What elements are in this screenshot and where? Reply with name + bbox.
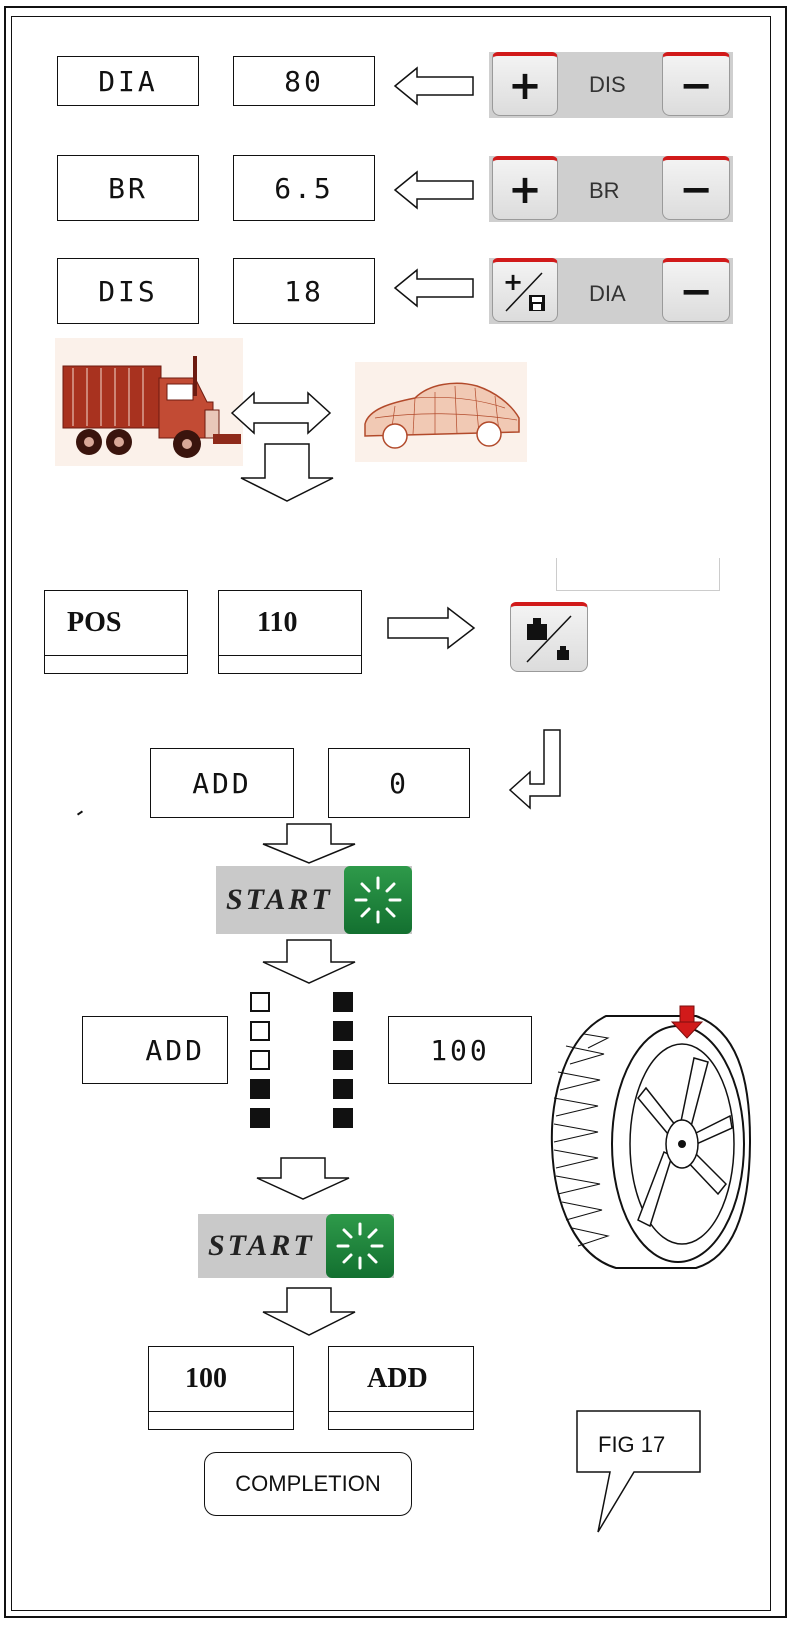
minus-icon: − — [679, 268, 713, 315]
down-arrow-5 — [262, 1287, 356, 1336]
tire-wheel-icon — [550, 1005, 752, 1269]
indicator-empty — [250, 1021, 270, 1041]
row1-label-display: DIA — [57, 56, 199, 106]
start-spin-icon — [344, 866, 412, 934]
row1-left-arrow — [393, 66, 474, 106]
completion-label-box: COMPLETION — [204, 1452, 412, 1516]
start-label-2: START — [208, 1229, 315, 1262]
pos-value-box: 110 — [218, 590, 362, 674]
add-value-display: 0 — [328, 748, 470, 818]
down-arrow-4 — [256, 1157, 350, 1200]
row3-left-arrow — [393, 268, 474, 308]
plus-icon: + — [508, 166, 542, 213]
indicator-empty — [250, 992, 270, 1012]
row3-plus-save-key[interactable]: + — [492, 258, 558, 322]
weight-key[interactable] — [510, 602, 588, 672]
indicator-filled — [333, 992, 353, 1012]
start-label-1: START — [226, 883, 333, 916]
row3-minus-key[interactable]: − — [662, 258, 730, 322]
figure-callout — [576, 1410, 701, 1533]
minus-icon: − — [679, 62, 713, 109]
car-icon — [355, 362, 527, 462]
pos-label-box: POS — [44, 590, 188, 674]
row2-plus-key[interactable]: + — [492, 156, 558, 220]
return-arrow — [508, 729, 561, 810]
indicator-filled — [333, 1079, 353, 1099]
measure-label-display: ADD — [82, 1016, 228, 1084]
minus-icon: − — [679, 166, 713, 213]
measure-value-display: 100 — [388, 1016, 532, 1084]
truck-icon — [55, 338, 243, 466]
figure-label: FIG 17 — [598, 1432, 666, 1457]
row2-label-display: BR — [57, 155, 199, 221]
row2-minus-key[interactable]: − — [662, 156, 730, 220]
start-button-2[interactable]: START — [198, 1214, 394, 1278]
outer-frame — [4, 6, 787, 1618]
down-arrow-3 — [262, 939, 356, 984]
row3-panel-label: DIA — [589, 281, 626, 306]
start-spin-icon — [326, 1214, 394, 1278]
result-label: ADD — [367, 1362, 428, 1394]
down-arrow-1 — [240, 443, 334, 502]
indicator-filled — [333, 1108, 353, 1128]
plus-save-icon: + — [503, 268, 545, 312]
row1-value-display: 80 — [233, 56, 375, 106]
indicator-empty — [250, 1050, 270, 1070]
plus-icon: + — [508, 62, 542, 109]
double-headed-arrow — [230, 391, 332, 435]
row2-panel-label: BR — [589, 178, 620, 203]
pos-value: 110 — [257, 606, 298, 638]
row2-left-arrow — [393, 170, 474, 210]
cropped-fragment — [556, 558, 720, 591]
row3-value-display: 18 — [233, 258, 375, 324]
inner-frame — [11, 16, 771, 1611]
row3-label-display: DIS — [57, 258, 199, 324]
pos-label: POS — [67, 606, 122, 638]
result-value: 100 — [185, 1362, 227, 1394]
right-arrow — [387, 606, 476, 650]
svg-text:+: + — [503, 268, 523, 296]
start-button-1[interactable]: START — [216, 866, 412, 934]
result-label-box: ADD — [328, 1346, 474, 1430]
indicator-filled — [250, 1079, 270, 1099]
indicator-filled — [333, 1050, 353, 1070]
row1-plus-key[interactable]: + — [492, 52, 558, 116]
row2-value-display: 6.5 — [233, 155, 375, 221]
weight-toggle-icon — [526, 614, 572, 663]
row1-panel-label: DIS — [589, 72, 626, 97]
down-arrow-2 — [262, 823, 356, 864]
indicator-filled — [333, 1021, 353, 1041]
add-label-display: ADD — [150, 748, 294, 818]
indicator-filled — [250, 1108, 270, 1128]
result-value-box: 100 — [148, 1346, 294, 1430]
row1-minus-key[interactable]: − — [662, 52, 730, 116]
